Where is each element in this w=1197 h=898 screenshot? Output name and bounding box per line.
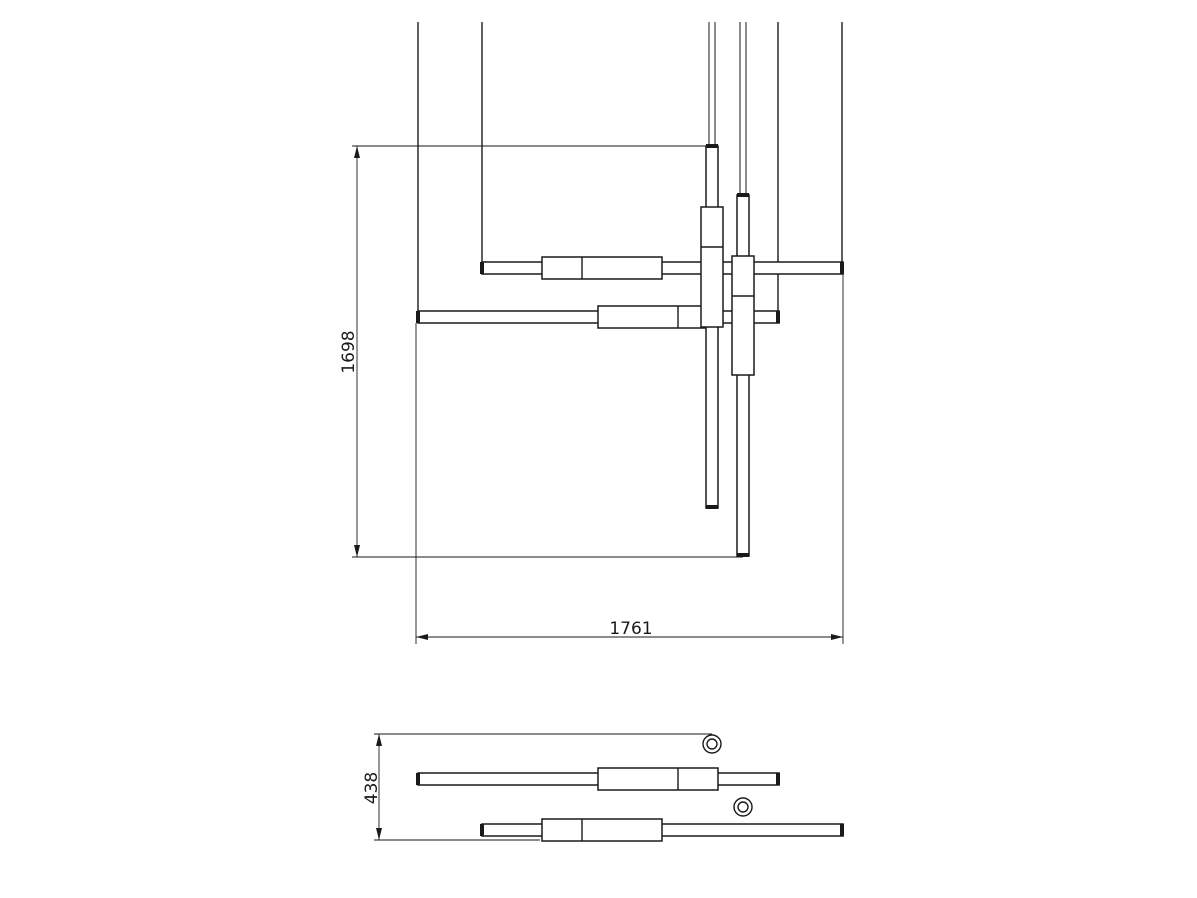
suspension-cables [417, 22, 843, 312]
left-vertical-bar [700, 144, 724, 509]
side-height-dimension-label: 438 [362, 772, 382, 804]
side-upper-bar [416, 767, 780, 791]
right-vertical-bar [731, 193, 755, 557]
side-lower-bar [480, 818, 844, 842]
side-height-dimension [374, 733, 712, 841]
side-view: 438 [362, 733, 844, 842]
height-dimension [352, 145, 743, 558]
front-view: 1698 1761 [339, 22, 844, 644]
lower-horizontal-bar [416, 305, 780, 329]
width-dimension-label: 1761 [609, 619, 652, 639]
height-dimension-label: 1698 [339, 330, 359, 373]
upper-horizontal-bar [480, 256, 844, 280]
width-dimension [415, 274, 844, 644]
cable-end-marker-lower [733, 797, 753, 817]
cable-end-marker-upper [702, 734, 722, 754]
